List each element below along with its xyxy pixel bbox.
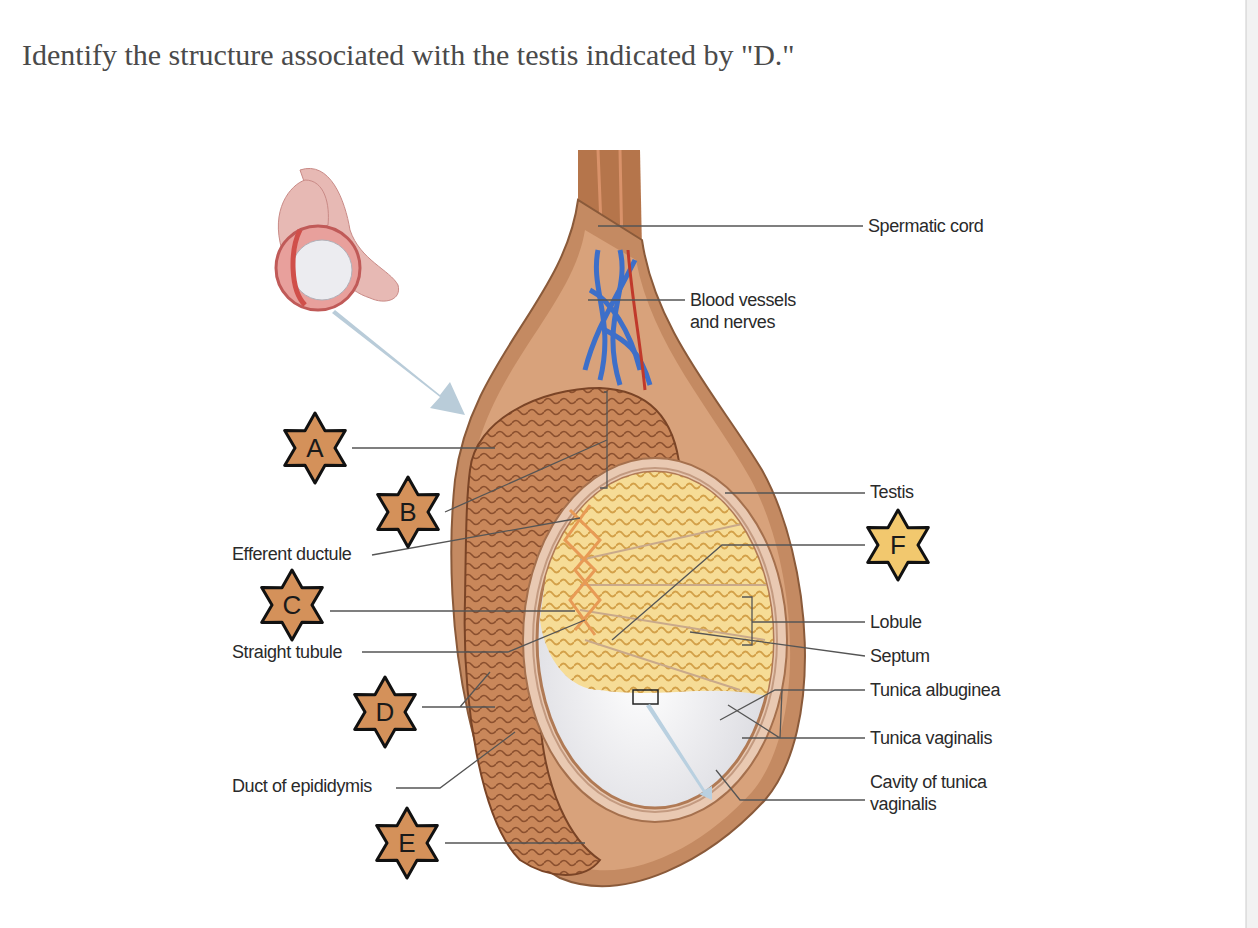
inset-epididymis xyxy=(293,230,305,305)
callout-letter: A xyxy=(278,411,352,485)
part-label: Blood vessels and nerves xyxy=(690,289,825,333)
callout-star: A xyxy=(278,411,352,485)
part-label: Straight tubule xyxy=(232,641,342,663)
rete-testis xyxy=(565,505,600,635)
callout-star: D xyxy=(348,675,422,749)
inset-scrotum xyxy=(276,226,360,310)
inset-figure xyxy=(276,168,399,310)
inset-arrow xyxy=(332,310,465,415)
part-label: Spermatic cord xyxy=(868,215,983,237)
part-label: Cavity of tunica vaginalis xyxy=(870,771,1020,815)
callout-star: E xyxy=(370,806,444,880)
callout-letter: B xyxy=(371,475,445,549)
blood-vessels xyxy=(585,250,650,385)
callout-star: F xyxy=(861,508,935,582)
callout-star: B xyxy=(371,475,445,549)
part-label: Lobule xyxy=(870,611,922,633)
question-title: Identify the structure associated with t… xyxy=(22,38,795,72)
lobules xyxy=(540,470,780,700)
callout-letter: D xyxy=(348,675,422,749)
scroll-edge-line xyxy=(1246,0,1247,928)
detail-box xyxy=(633,690,658,704)
leader-lines xyxy=(330,226,865,843)
callout-letter: E xyxy=(370,806,444,880)
part-label: Tunica vaginalis xyxy=(870,727,992,749)
part-label: Efferent ductule xyxy=(232,543,351,565)
callout-star: C xyxy=(255,568,329,642)
part-label: Tunica albuginea xyxy=(870,679,1000,701)
detail-arrow xyxy=(646,704,712,800)
inset-testis xyxy=(292,240,352,300)
part-label: Septum xyxy=(870,645,930,667)
callout-letter: C xyxy=(255,568,329,642)
callout-letter: F xyxy=(861,508,935,582)
part-label: Duct of epididymis xyxy=(232,775,372,797)
part-label: Testis xyxy=(870,481,914,503)
artery xyxy=(628,250,645,390)
scroll-edge xyxy=(1246,0,1258,928)
